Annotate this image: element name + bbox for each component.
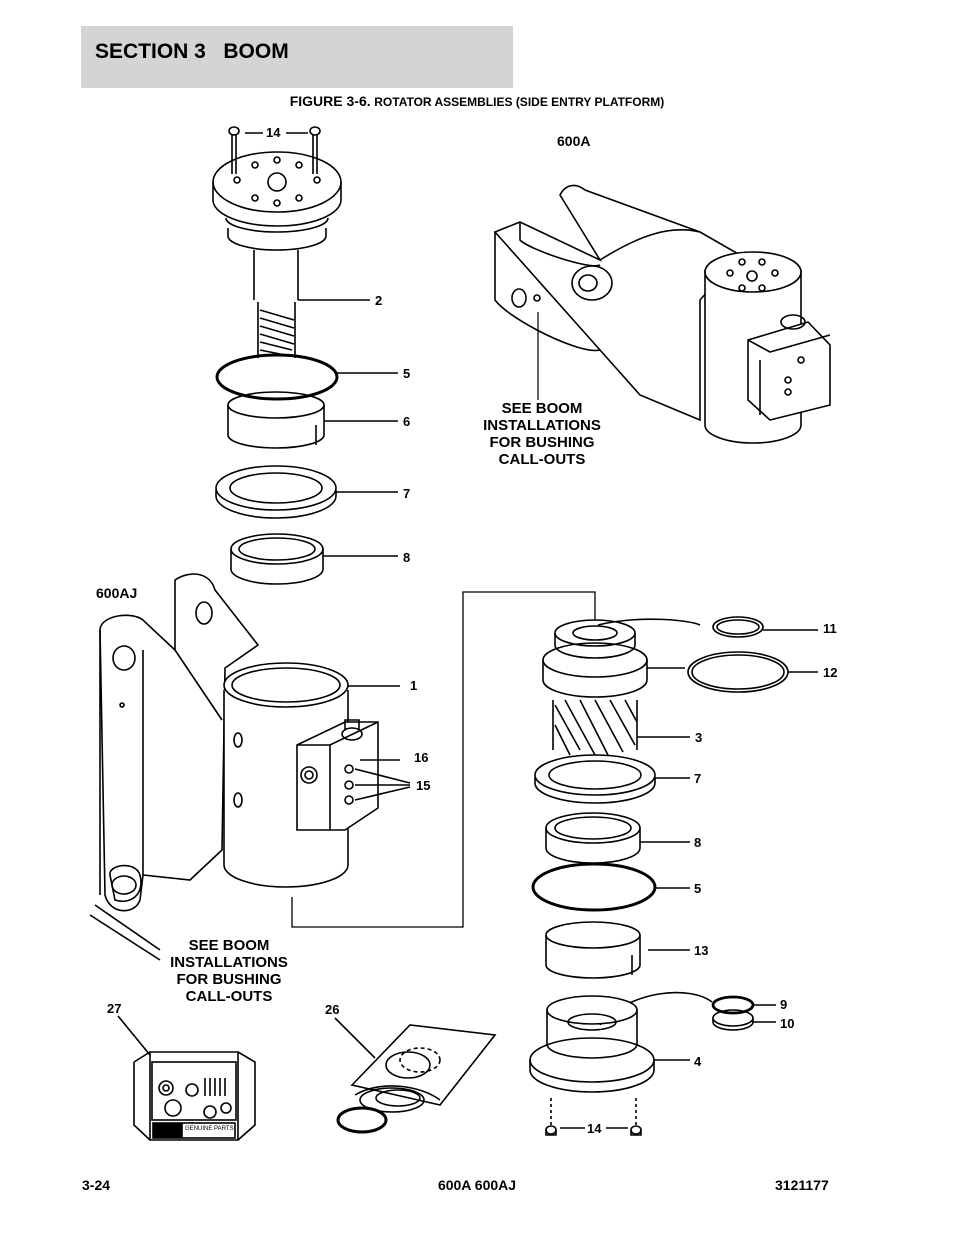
callout-10: 10 bbox=[780, 1016, 795, 1031]
callout-2: 2 bbox=[375, 293, 383, 308]
callout-3: 3 bbox=[695, 730, 703, 745]
upper-race bbox=[542, 618, 701, 698]
callout-9: 9 bbox=[780, 997, 788, 1012]
callout-27: 27 bbox=[107, 1001, 122, 1016]
callout-26: 26 bbox=[325, 1002, 340, 1017]
shaft bbox=[253, 250, 370, 358]
footer-model: 600A 600AJ bbox=[437, 1177, 517, 1193]
callout-13: 13 bbox=[694, 943, 709, 958]
bolts-14b bbox=[545, 1098, 642, 1136]
callout-5-right: 5 bbox=[694, 881, 702, 896]
bottom-flange-4 bbox=[529, 995, 690, 1093]
callout-1: 1 bbox=[410, 678, 418, 693]
housing-600a bbox=[493, 184, 831, 444]
callout-14-top: 14 bbox=[266, 125, 281, 140]
footer-doc-number: 3121177 bbox=[775, 1177, 829, 1193]
note-bushing-600aj: SEE BOOM INSTALLATIONS FOR BUSHING CALL-… bbox=[170, 937, 288, 1005]
bearing-8b bbox=[545, 812, 690, 864]
gear-3 bbox=[552, 699, 690, 756]
callout-8-right: 8 bbox=[694, 835, 702, 850]
callout-4: 4 bbox=[694, 1054, 702, 1069]
header-band bbox=[81, 26, 513, 88]
callout-11: 11 bbox=[823, 621, 837, 636]
kit-label: GENUINE PARTS bbox=[185, 1126, 234, 1132]
callout-6: 6 bbox=[403, 414, 411, 429]
model-label-600a: 600A bbox=[557, 133, 591, 149]
callout-7-left: 7 bbox=[403, 486, 411, 501]
callout-15: 15 bbox=[416, 778, 431, 793]
callout-14-bottom: 14 bbox=[587, 1121, 602, 1136]
figure-title: FIGURE 3-6. ROTATOR ASSEMBLIES (SIDE ENT… bbox=[0, 93, 954, 109]
parts-box-27 bbox=[117, 1015, 256, 1141]
note-bushing-600a: SEE BOOM INSTALLATIONS FOR BUSHING CALL-… bbox=[483, 400, 601, 468]
o-ring-5b bbox=[531, 862, 690, 912]
washer-7a bbox=[215, 465, 398, 519]
callout-8-left: 8 bbox=[403, 550, 411, 565]
o-ring-5a bbox=[215, 353, 398, 401]
ring-11 bbox=[712, 616, 818, 638]
callout-12: 12 bbox=[823, 665, 838, 680]
section-title: SECTION 3 BOOM bbox=[95, 40, 289, 63]
figure-number: FIGURE 3-6. bbox=[289, 93, 371, 109]
housing-600aj bbox=[89, 573, 411, 961]
bearing-8a bbox=[230, 533, 398, 585]
callout-5-left: 5 bbox=[403, 366, 411, 381]
footer-page-number: 3-24 bbox=[82, 1177, 111, 1193]
model-label-600aj: 600AJ bbox=[96, 585, 138, 601]
bushing-13 bbox=[545, 921, 690, 979]
figure-caption: ROTATOR ASSEMBLIES (SIDE ENTRY PLATFORM) bbox=[374, 95, 665, 109]
top-cap bbox=[212, 126, 342, 251]
callout-16: 16 bbox=[414, 750, 429, 765]
callout-7-right: 7 bbox=[694, 771, 702, 786]
ring-12 bbox=[647, 651, 818, 693]
seal-kit-26 bbox=[334, 1017, 497, 1134]
washer-7b bbox=[534, 754, 690, 804]
bushing-6 bbox=[227, 391, 398, 449]
